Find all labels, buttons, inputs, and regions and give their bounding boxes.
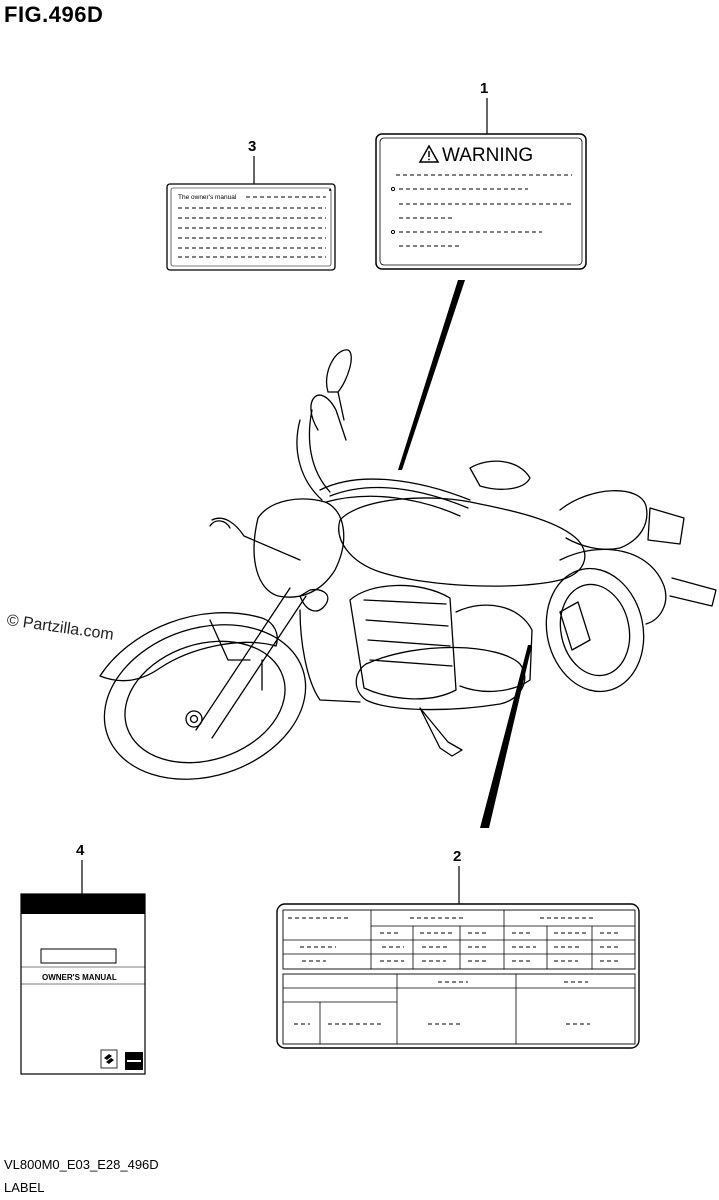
callout-3: 3 (248, 138, 257, 155)
pointer-to-frame (480, 645, 532, 828)
warning-triangle-icon (418, 144, 440, 163)
front-rim (124, 640, 286, 764)
diagram-code: VL800M0_E03_E28_496D (4, 1157, 159, 1172)
front-fender (99, 612, 278, 682)
suzuki-logo-icon (100, 1049, 118, 1069)
diagram-caption: LABEL (4, 1180, 45, 1195)
manual-top-band (21, 894, 145, 914)
manual-cover-title: OWNER'S MANUAL (42, 973, 117, 982)
figure-title: FIG.496D (4, 2, 104, 27)
callout-2: 2 (453, 848, 462, 865)
headlight (253, 498, 345, 598)
pointer-to-tank (398, 280, 465, 470)
fuel-tank (338, 497, 586, 587)
callout-4: 4 (76, 842, 85, 859)
engine-cylinder (349, 584, 457, 700)
warning-heading: WARNING (442, 145, 533, 166)
rear-tire (545, 567, 645, 693)
owners-manual-booklet: OWNER'S MANUAL (20, 893, 146, 1075)
spec-table-label (276, 903, 640, 1049)
exhaust-pipe (355, 646, 526, 711)
motorcycle-illustration (99, 280, 717, 828)
callout-1: 1 (480, 80, 489, 97)
rear-fender (559, 548, 667, 625)
front-forks (195, 587, 307, 739)
owners-note-text: The owner's manual (178, 194, 237, 201)
front-tire (103, 624, 307, 780)
owners-manual-note-label: The owner's manual (166, 183, 336, 271)
warning-label: WARNING (375, 133, 587, 270)
seat (559, 490, 648, 550)
mirror (325, 349, 352, 393)
